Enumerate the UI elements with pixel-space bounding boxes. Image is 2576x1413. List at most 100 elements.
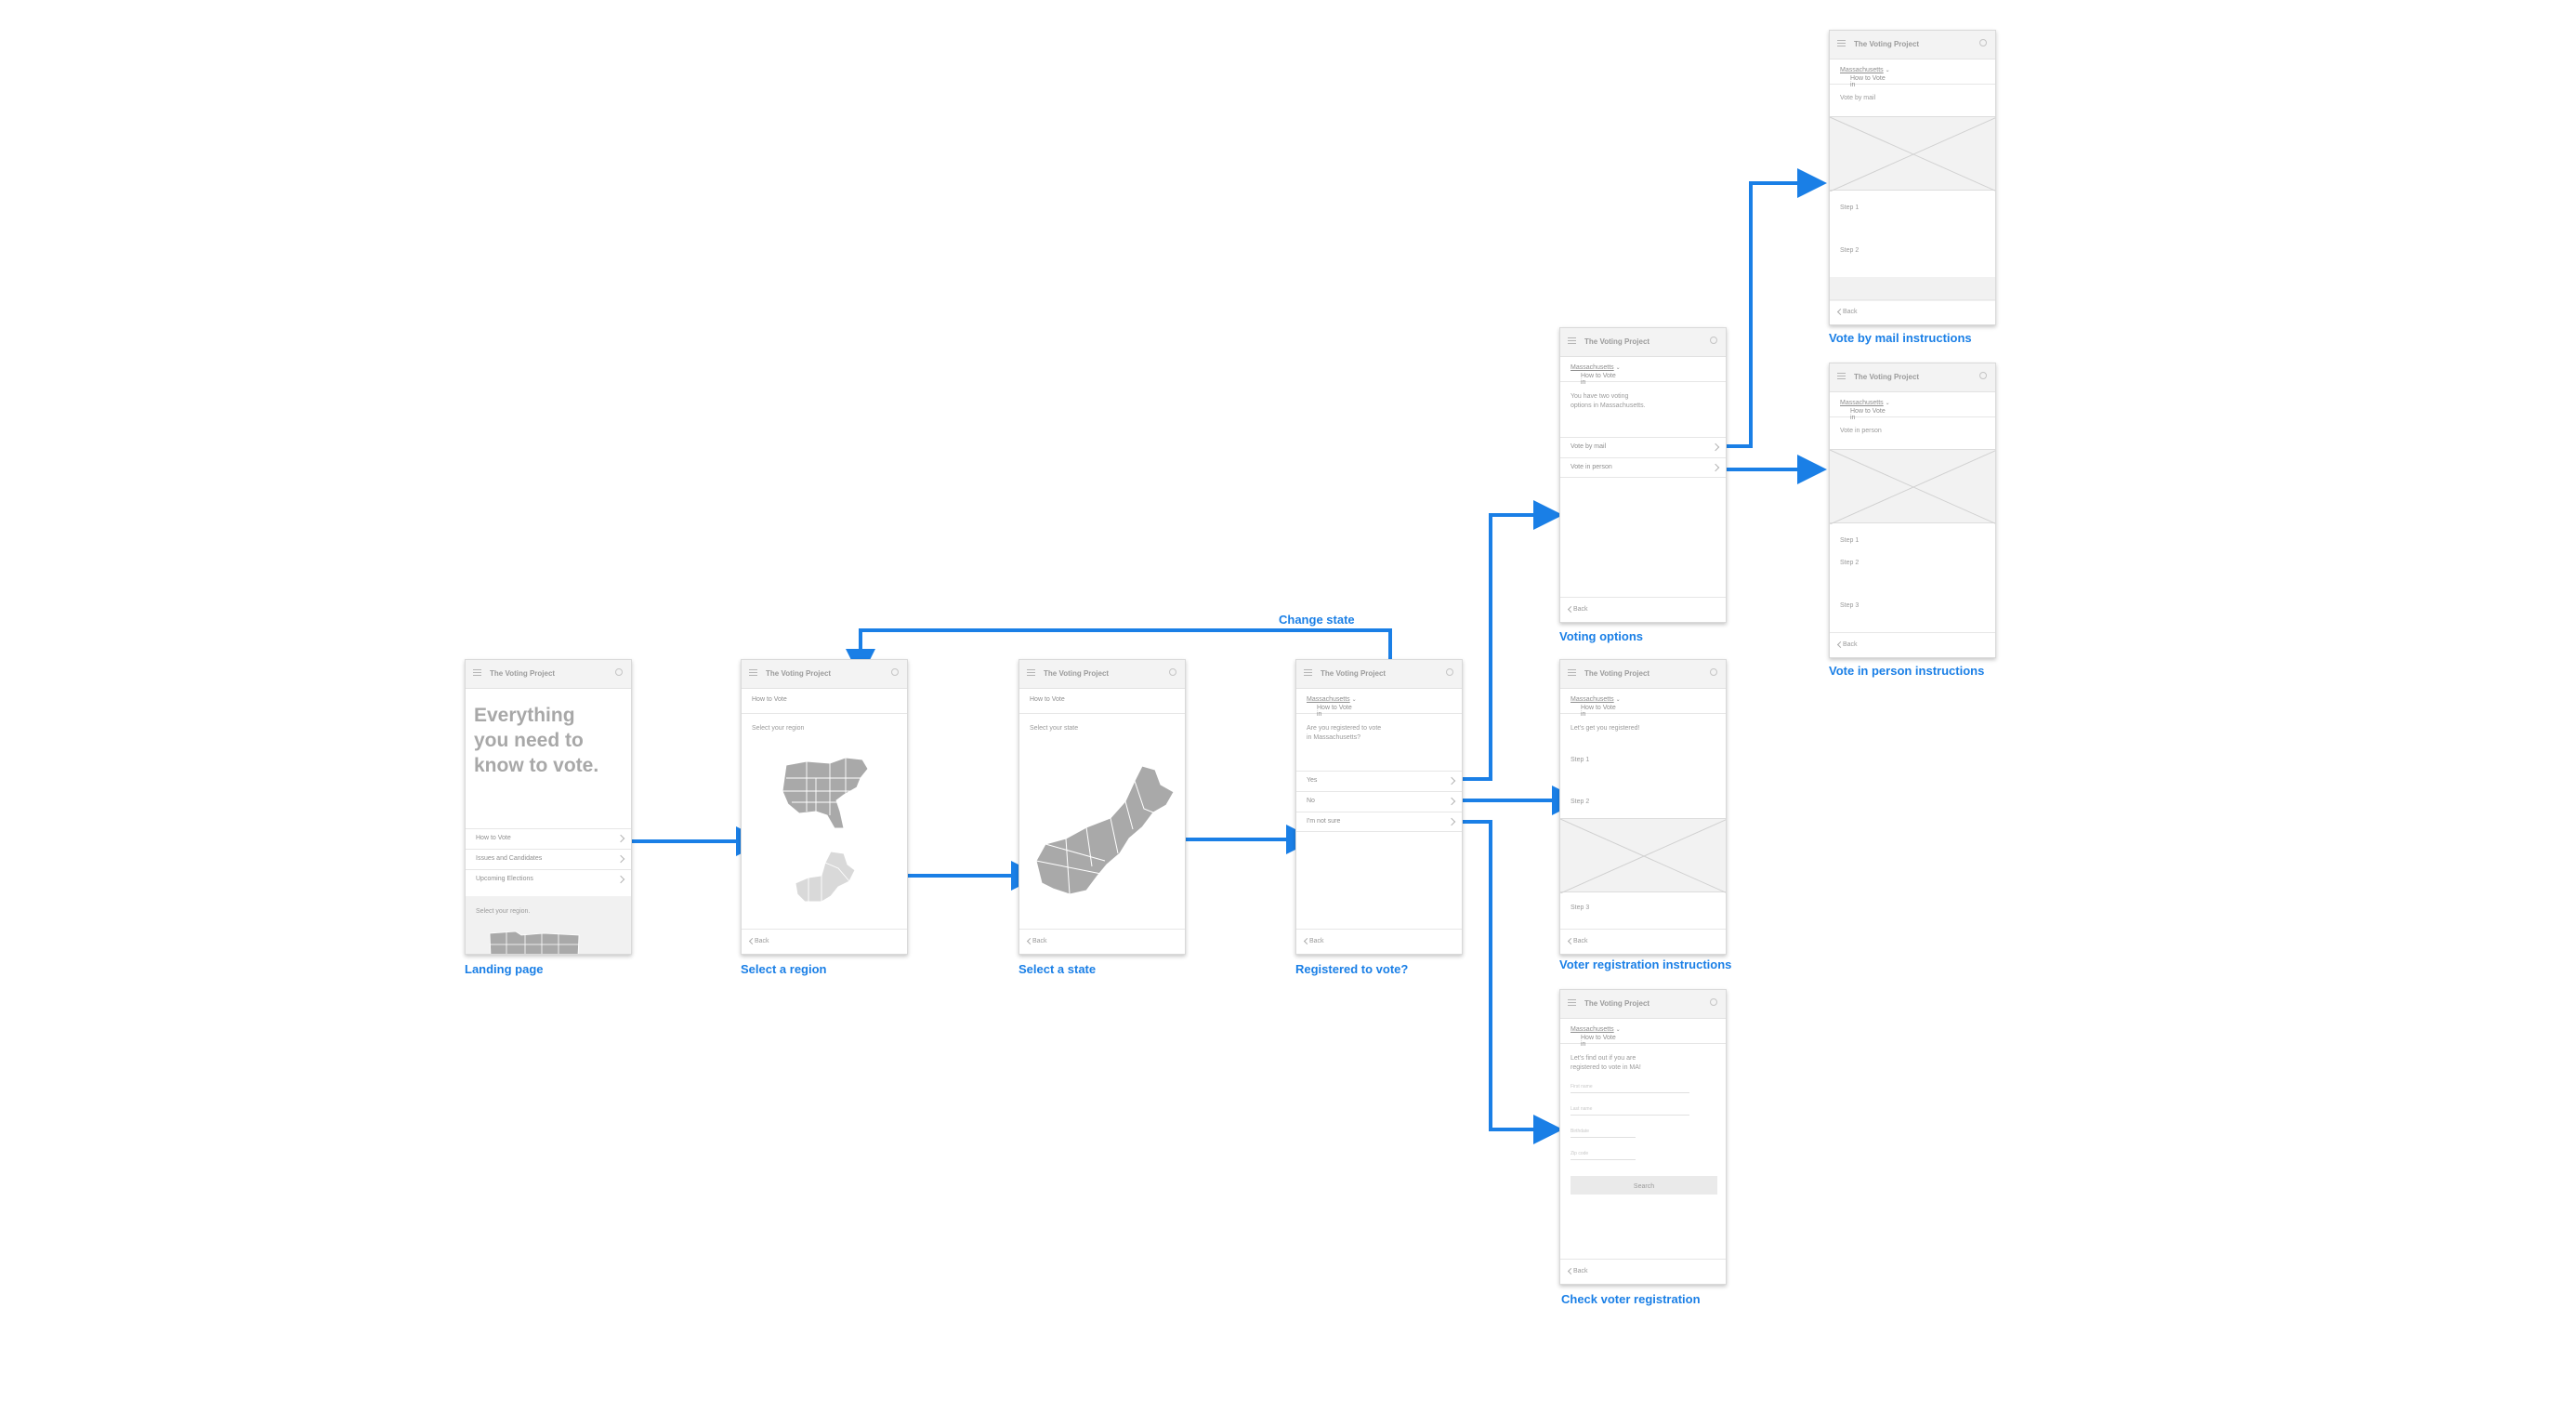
- state-selector[interactable]: Massachusetts: [1840, 400, 1884, 406]
- chevron-down-icon[interactable]: ⌄: [1351, 697, 1357, 703]
- menu-item-how-to-vote[interactable]: How to Vote: [466, 828, 631, 849]
- option-no[interactable]: No: [1296, 791, 1462, 812]
- prompt: Select your region: [752, 725, 805, 732]
- app-title: The Voting Project: [1584, 999, 1650, 1008]
- search-icon[interactable]: [1710, 998, 1717, 1006]
- option-not-sure[interactable]: I'm not sure: [1296, 812, 1462, 832]
- step-1: Step 1: [1840, 537, 1860, 544]
- search-icon[interactable]: [891, 668, 899, 676]
- state-selector[interactable]: Massachusetts: [1571, 696, 1614, 703]
- menu-icon[interactable]: [1837, 40, 1846, 46]
- search-button[interactable]: Search: [1571, 1176, 1717, 1195]
- search-icon[interactable]: [1169, 668, 1176, 676]
- northeast-region-map[interactable]: [794, 850, 859, 904]
- menu-icon[interactable]: [1027, 669, 1035, 676]
- state-selector[interactable]: Massachusetts: [1840, 67, 1884, 73]
- chevron-right-icon: [1447, 797, 1456, 806]
- menu-item-issues[interactable]: Issues and Candidates: [466, 849, 631, 869]
- subheader: How to Vote in Massachusetts ⌄: [1560, 356, 1726, 386]
- chevron-right-icon: [616, 875, 625, 884]
- chevron-down-icon[interactable]: ⌄: [1885, 401, 1890, 406]
- back-button[interactable]: Back: [1830, 632, 1995, 657]
- chevron-right-icon: [1711, 463, 1720, 472]
- menu-item-elections[interactable]: Upcoming Elections: [466, 869, 631, 890]
- menu-icon[interactable]: [1568, 999, 1576, 1006]
- option-yes[interactable]: Yes: [1296, 771, 1462, 791]
- screen-select-state: The Voting Project How to Vote Select yo…: [1019, 659, 1186, 955]
- state-selector[interactable]: Massachusetts: [1571, 364, 1614, 371]
- step-1: Step 1: [1840, 205, 1860, 211]
- chevron-down-icon[interactable]: ⌄: [1615, 1027, 1621, 1033]
- back-button[interactable]: Back: [1019, 929, 1185, 954]
- option-vote-by-mail[interactable]: Vote by mail: [1560, 437, 1726, 457]
- chevron-down-icon[interactable]: ⌄: [1885, 68, 1890, 73]
- screen-vote-in-person: The Voting Project How to Vote in Massac…: [1829, 363, 1996, 658]
- menu-icon[interactable]: [1568, 669, 1576, 676]
- zip-code-field[interactable]: Zip code: [1571, 1151, 1636, 1160]
- subheader: How to Vote in Massachusetts ⌄: [1560, 1018, 1726, 1048]
- back-button[interactable]: Back: [1830, 299, 1995, 324]
- back-button[interactable]: Back: [1560, 1259, 1726, 1284]
- label-landing-page: Landing page: [465, 962, 544, 976]
- chevron-down-icon[interactable]: ⌄: [1615, 697, 1621, 703]
- back-button[interactable]: Back: [1560, 597, 1726, 622]
- app-header: The Voting Project: [466, 660, 631, 689]
- state-selector[interactable]: Massachusetts: [1571, 1026, 1614, 1033]
- subheader: How to Vote in Massachusetts ⌄: [1296, 688, 1462, 718]
- last-name-field[interactable]: Last name: [1571, 1106, 1689, 1116]
- chevron-right-icon: [1447, 817, 1456, 826]
- menu-icon[interactable]: [1304, 669, 1312, 676]
- chevron-down-icon[interactable]: ⌄: [1615, 365, 1621, 371]
- step-3: Step 3: [1840, 602, 1860, 609]
- app-title: The Voting Project: [766, 669, 832, 678]
- menu-icon[interactable]: [473, 669, 481, 676]
- option-vote-in-person[interactable]: Vote in person: [1560, 457, 1726, 478]
- birthdate-field[interactable]: Birthdate: [1571, 1129, 1636, 1138]
- search-icon[interactable]: [1979, 39, 1987, 46]
- label-vote-in-person: Vote in person instructions: [1829, 664, 1985, 678]
- app-title: The Voting Project: [1584, 669, 1650, 678]
- back-button[interactable]: Back: [742, 929, 907, 954]
- hero-heading: Everything you need to know to vote.: [474, 705, 599, 776]
- search-icon[interactable]: [615, 668, 623, 676]
- image-placeholder: [1560, 818, 1726, 893]
- arrow-notsure-to-check: [1448, 820, 1563, 1144]
- screen-registered-to-vote: The Voting Project How to Vote in Massac…: [1295, 659, 1463, 955]
- screen-voting-options: The Voting Project How to Vote in Massac…: [1559, 327, 1727, 623]
- northeast-states-map[interactable]: [1032, 764, 1181, 894]
- label-vote-by-mail: Vote by mail instructions: [1829, 331, 1972, 345]
- app-title: The Voting Project: [490, 669, 556, 678]
- step-2: Step 2: [1840, 560, 1860, 566]
- search-icon[interactable]: [1710, 668, 1717, 676]
- chevron-right-icon: [1711, 442, 1720, 452]
- step-3: Step 3: [1571, 905, 1590, 911]
- search-icon[interactable]: [1979, 372, 1987, 379]
- first-name-field[interactable]: First name: [1571, 1084, 1689, 1093]
- chevron-right-icon: [616, 854, 625, 864]
- search-icon[interactable]: [1710, 337, 1717, 344]
- heading: Vote in person: [1840, 428, 1882, 434]
- menu-icon[interactable]: [1568, 337, 1576, 344]
- app-title: The Voting Project: [1584, 337, 1650, 346]
- label-registered-to-vote: Registered to vote?: [1295, 962, 1409, 976]
- screen-voter-registration: The Voting Project How to Vote in Massac…: [1559, 659, 1727, 955]
- state-selector[interactable]: Massachusetts: [1307, 696, 1350, 703]
- image-placeholder: [1830, 449, 1995, 524]
- app-title: The Voting Project: [1854, 40, 1920, 48]
- label-check-registration: Check voter registration: [1561, 1292, 1701, 1306]
- southeast-region-map[interactable]: [779, 756, 872, 830]
- us-map-preview[interactable]: [488, 930, 581, 955]
- menu-icon[interactable]: [749, 669, 757, 676]
- back-button[interactable]: Back: [1296, 929, 1462, 954]
- menu-icon[interactable]: [1837, 373, 1846, 379]
- app-title: The Voting Project: [1854, 373, 1920, 381]
- label-select-region: Select a region: [741, 962, 827, 976]
- back-button[interactable]: Back: [1560, 929, 1726, 954]
- chevron-right-icon: [616, 834, 625, 843]
- image-placeholder: [1830, 116, 1995, 191]
- screen-landing-page: The Voting Project Everything you need t…: [465, 659, 632, 955]
- screen-select-region: The Voting Project How to Vote Select yo…: [741, 659, 908, 955]
- search-icon[interactable]: [1446, 668, 1453, 676]
- label-voter-registration: Voter registration instructions: [1559, 957, 1732, 971]
